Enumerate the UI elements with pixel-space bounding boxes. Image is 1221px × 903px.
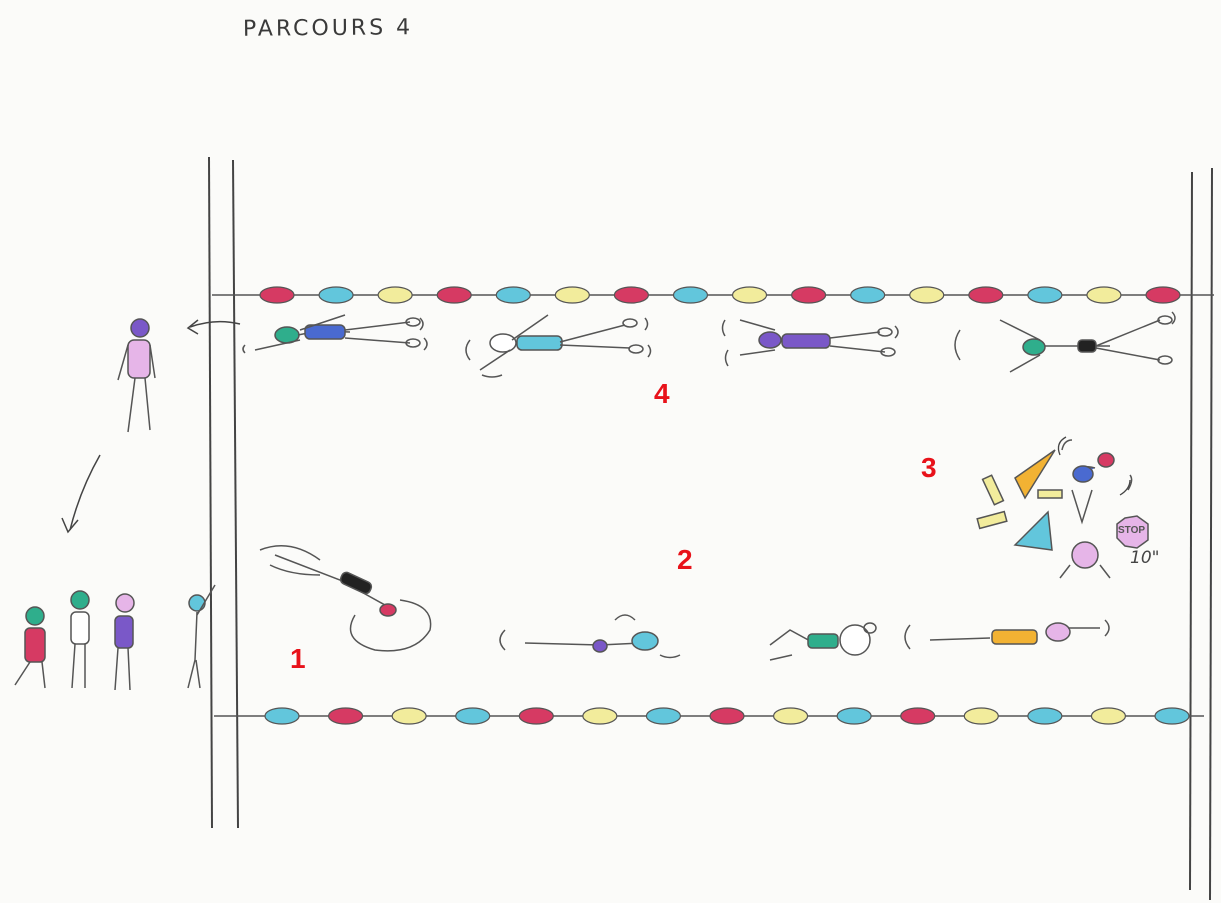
flow-arrow-return: [61, 454, 101, 534]
buoy-red: [968, 286, 1004, 304]
step-number-1: 1: [290, 643, 306, 674]
buoy-yellow: [909, 286, 945, 304]
back-float-swimmer-2: [465, 314, 652, 378]
diving-swimmer: [259, 545, 432, 652]
buoy-yellow: [391, 707, 427, 725]
left-pool-wall: [208, 156, 239, 829]
buoy-red: [436, 286, 472, 304]
bottom-lane-rope-buoys: [264, 707, 1190, 725]
buoy-red: [613, 286, 650, 304]
top-lane-rope-buoys: [259, 286, 1181, 304]
noodle-obstacle-2: [976, 510, 1008, 530]
buoy-cyan: [850, 286, 886, 304]
front-glide-swimmer-1: [499, 614, 681, 659]
queue-child-1: [14, 606, 46, 689]
buoy-cyan: [672, 286, 709, 304]
front-glide-swimmer-2: [769, 622, 877, 661]
buoy-cyan: [318, 286, 354, 304]
buoy-cyan: [1027, 707, 1063, 725]
queue-child-4: [187, 584, 216, 689]
stop-sign: [1116, 515, 1149, 549]
buoy-yellow: [554, 286, 590, 304]
queue-child-2: [70, 590, 90, 689]
buoy-yellow: [963, 707, 999, 725]
cone-obstacle: [1014, 449, 1056, 500]
buoy-red: [900, 707, 936, 725]
right-pool-wall: [1189, 167, 1213, 901]
buoy-yellow: [1090, 707, 1127, 725]
buoy-red: [259, 286, 295, 304]
noodle-obstacle-1: [981, 474, 1005, 506]
step-number-3: 3: [921, 452, 937, 483]
back-float-swimmer-4: [954, 311, 1176, 373]
back-float-swimmer-1: [242, 314, 428, 354]
front-glide-swimmer-3: [904, 619, 1110, 650]
stop-sign-text: STOP: [1118, 525, 1146, 536]
rotation-arrows: [1057, 436, 1131, 496]
timer-label: 10": [1130, 548, 1160, 568]
buoy-cyan: [495, 286, 531, 304]
buoy-red: [327, 707, 364, 725]
buoy-cyan: [645, 707, 682, 725]
triangle-obstacle: [1013, 510, 1053, 551]
noodle-obstacle-3: [1037, 489, 1063, 499]
buoy-cyan: [836, 707, 872, 725]
buoy-cyan: [455, 707, 491, 725]
back-float-swimmer-3: [721, 319, 899, 367]
buoy-cyan: [264, 707, 300, 725]
step-number-2: 2: [677, 544, 693, 575]
buoy-cyan: [1027, 286, 1063, 304]
buoy-cyan: [1154, 707, 1190, 725]
buoy-red: [790, 286, 827, 304]
buoy-yellow: [772, 707, 809, 725]
flow-arrow-exit: [186, 319, 241, 335]
buoy-red: [1145, 286, 1181, 304]
buoy-yellow: [1086, 286, 1122, 304]
buoy-yellow: [731, 286, 768, 304]
obstacle-station: [976, 439, 1133, 579]
buoy-yellow: [377, 286, 413, 304]
buoy-red: [709, 707, 745, 725]
buoy-yellow: [582, 707, 618, 725]
child-walking: [117, 318, 156, 433]
step-number-4: 4: [654, 378, 670, 409]
buoy-red: [518, 707, 554, 725]
queue-child-3: [114, 593, 135, 691]
